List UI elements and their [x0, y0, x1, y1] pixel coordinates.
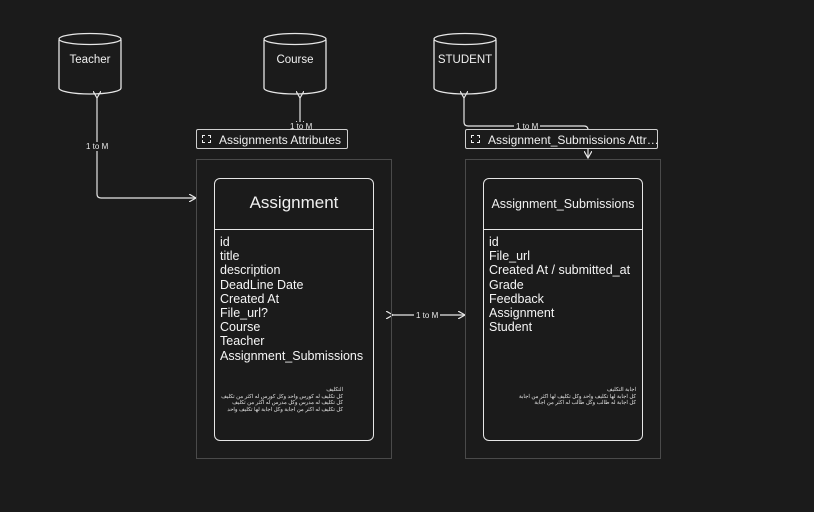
note-line: كل تكليف له كورس واحد وكل كورس له اكثر م…: [221, 393, 343, 400]
field-item: id: [220, 235, 230, 249]
field-item: Feedback: [489, 291, 544, 306]
field-item: description: [220, 263, 281, 278]
relation-assignment-submission: 1 to M: [414, 311, 441, 320]
frame-icon: [471, 135, 480, 143]
field-item: Assignment_Submissions: [220, 348, 364, 363]
relation-teacher-assignment: 1 to M: [84, 142, 111, 151]
frame-label-submissions[interactable]: Assignment_Submissions Attr…: [465, 129, 658, 149]
field-item: Created At: [220, 291, 280, 306]
student-label: STUDENT: [437, 54, 493, 66]
teacher-table[interactable]: Teacher: [58, 32, 122, 96]
database-icon: [263, 32, 327, 95]
student-table[interactable]: STUDENT: [433, 32, 497, 96]
field-item: Course: [220, 320, 261, 335]
divider: [484, 229, 642, 230]
note-line: كل اجابة له طالب وكل طالب له اكثر من اجا…: [534, 400, 636, 407]
entity-title: Assignment_Submissions: [491, 197, 635, 211]
field-item: Student: [489, 320, 533, 335]
entity-note: اجابة التكليف كل اجابة لها تكليف واحد وك…: [519, 387, 636, 407]
field-item: File_url: [489, 249, 530, 264]
note-line: كل اجابة لها تكليف واحد وكل تكليف لها اك…: [519, 393, 636, 400]
note-line: كل تكليف له اكثر من اجابة وكل اجابة لها …: [227, 406, 343, 413]
field-item: title: [220, 249, 240, 264]
note-line: التكليف: [326, 387, 343, 393]
frame-title: Assignment_Submissions Attr…: [488, 133, 658, 147]
teacher-assignment-line: [97, 98, 196, 198]
note-line: كل تكليف له مدرس وكل مدرس له اكثر من تكل…: [232, 400, 343, 407]
database-icon: [58, 32, 122, 95]
course-table[interactable]: Course: [263, 32, 327, 96]
entity-note: التكليف كل تكليف له كورس واحد وكل كورس ل…: [221, 387, 343, 413]
field-item: DeadLine Date: [220, 277, 304, 292]
frame-label-assignments[interactable]: Assignments Attributes: [196, 129, 348, 149]
frame-assignments[interactable]: [196, 159, 392, 459]
field-item: Created At / submitted_at: [489, 263, 631, 278]
field-item: Teacher: [220, 334, 265, 349]
field-list: id title description DeadLine Date Creat…: [220, 235, 363, 363]
note-line: اجابة التكليف: [606, 387, 636, 393]
assignment-entity-card[interactable]: Assignment id title description DeadLine…: [214, 178, 374, 441]
database-icon: [433, 32, 497, 95]
frame-icon: [202, 135, 211, 143]
relation-course-assignment: 1 to M: [288, 122, 315, 131]
teacher-label: Teacher: [69, 54, 111, 66]
field-item: File_url?: [220, 306, 268, 321]
frame-submissions[interactable]: [465, 159, 661, 459]
field-list: id File_url Created At / submitted_at Gr…: [489, 235, 630, 334]
submission-entity-card[interactable]: Assignment_Submissions id File_url Creat…: [483, 178, 643, 441]
entity-title: Assignment: [249, 193, 339, 212]
field-item: Assignment: [489, 306, 555, 321]
field-item: id: [489, 235, 499, 249]
divider: [215, 229, 373, 230]
relation-student-submission: 1 to M: [514, 122, 541, 131]
field-item: Grade: [489, 277, 524, 292]
course-label: Course: [276, 54, 314, 66]
frame-title: Assignments Attributes: [219, 133, 342, 147]
